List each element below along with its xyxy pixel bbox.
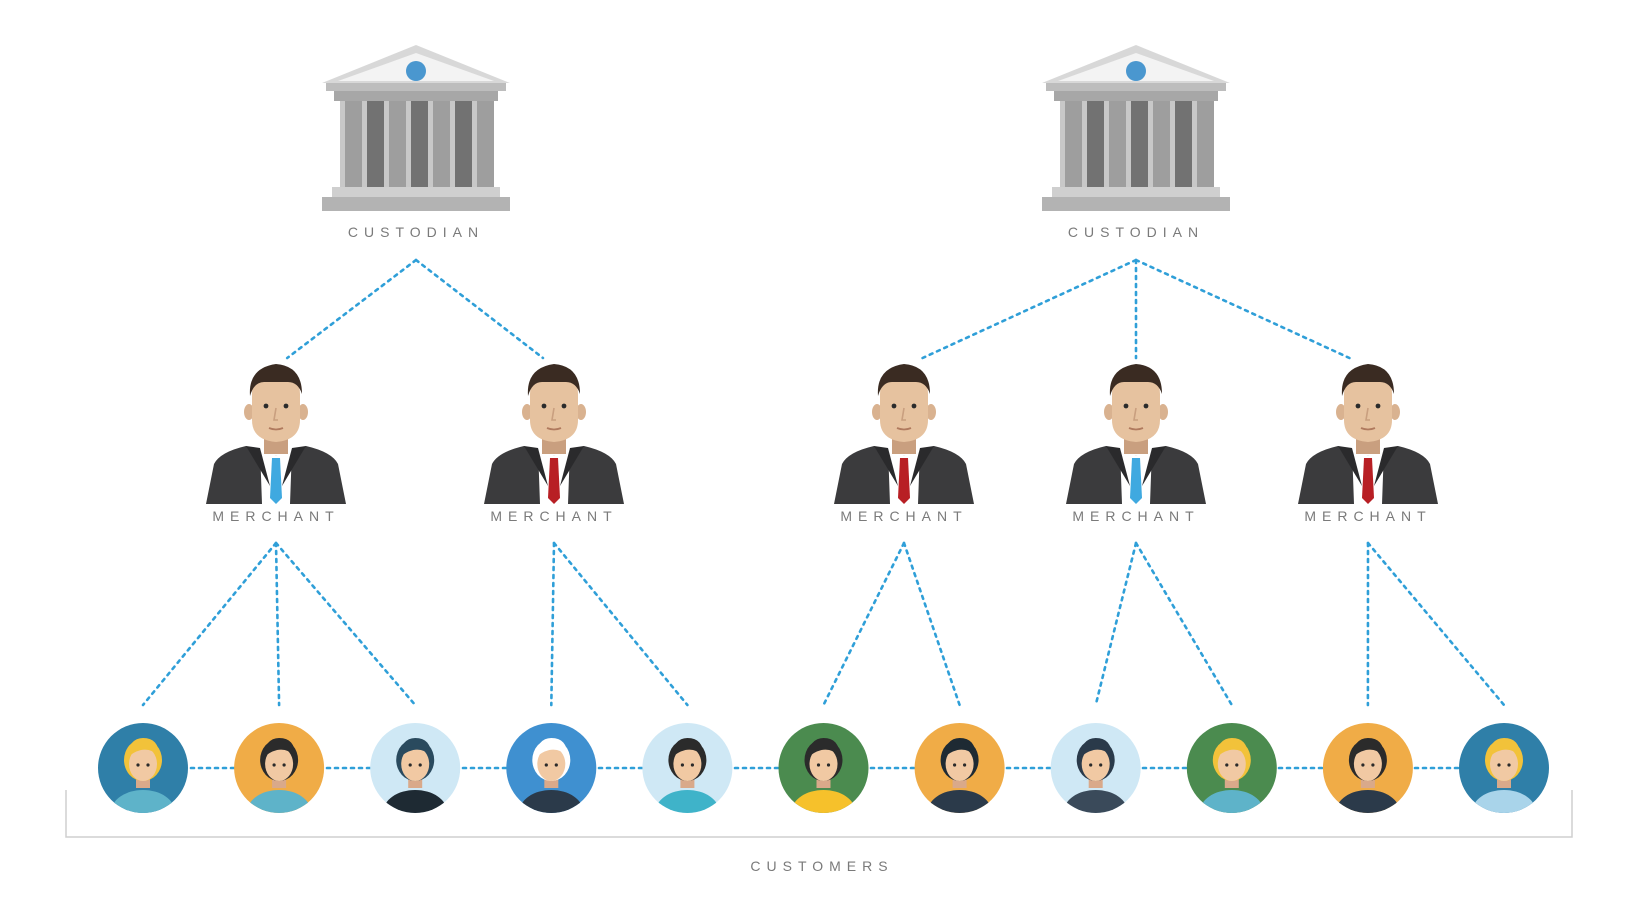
customer-avatar — [1186, 723, 1277, 813]
connector-lines — [141, 258, 1506, 770]
businessman-icon — [1066, 364, 1206, 504]
merchant-label: MERCHANT — [212, 508, 340, 524]
customer-avatar — [98, 723, 188, 813]
merchant-customer-link — [274, 541, 281, 707]
bank-building-icon — [322, 45, 510, 211]
customer-avatar — [642, 723, 733, 813]
bank-building-icon — [1042, 45, 1230, 211]
merchant-label: MERCHANT — [1072, 508, 1200, 524]
custodian-merchant-link — [921, 258, 1138, 360]
merchant-customer-link — [1366, 541, 1506, 707]
customers-label: CUSTOMERS — [750, 858, 894, 874]
businessman-icon — [484, 364, 624, 504]
merchant-customer-link — [1094, 541, 1138, 707]
merchant-customer-link — [1134, 541, 1234, 707]
merchant-customer-link — [822, 541, 906, 707]
customer-avatar — [370, 723, 461, 813]
customer-avatar — [1050, 723, 1141, 813]
customer-avatar — [234, 723, 325, 813]
nodes — [98, 45, 1549, 813]
merchant-customer-link — [552, 541, 689, 707]
bracket-line — [65, 790, 1573, 838]
merchant-customer-link — [141, 541, 278, 707]
merchant-customer-link — [549, 541, 556, 707]
merchant-customer-link — [902, 541, 961, 707]
customer-avatar — [914, 723, 1005, 813]
customer-avatar — [778, 723, 869, 813]
customer-avatar — [1459, 723, 1549, 813]
customer-avatar — [1322, 723, 1413, 813]
customer-avatar — [506, 723, 597, 813]
custodian-merchant-link — [414, 258, 545, 360]
custodian-label: CUSTODIAN — [1067, 224, 1205, 240]
custodian-merchant-link — [285, 258, 418, 360]
businessman-icon — [1298, 364, 1438, 504]
businessman-icon — [206, 364, 346, 504]
custodian-label: CUSTODIAN — [347, 224, 485, 240]
customers-bracket — [65, 790, 1573, 838]
merchant-label: MERCHANT — [1304, 508, 1432, 524]
merchant-customer-link — [274, 541, 417, 707]
merchant-label: MERCHANT — [840, 508, 968, 524]
custodian-merchant-link — [1134, 258, 1351, 360]
merchant-label: MERCHANT — [490, 508, 618, 524]
businessman-icon — [834, 364, 974, 504]
